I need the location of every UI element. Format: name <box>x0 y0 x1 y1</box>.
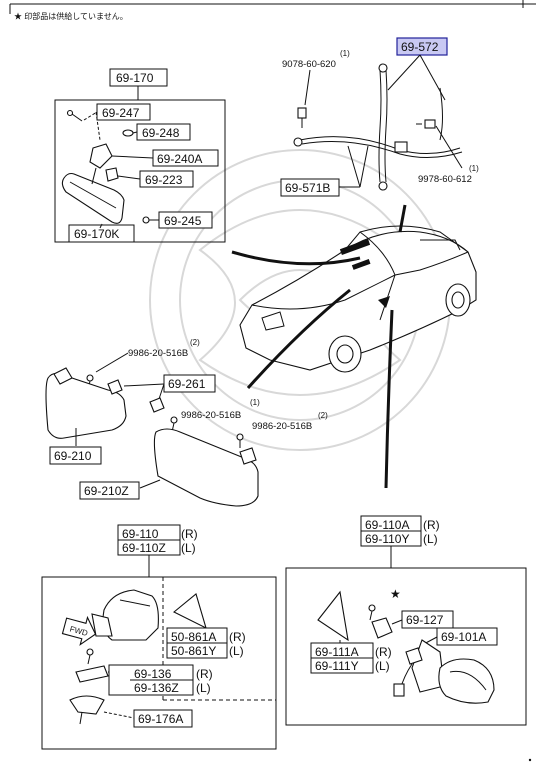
label-69-110Y-side: (L) <box>423 532 438 546</box>
label-50-861Y: 50-861Y <box>171 644 216 658</box>
bracket-icon <box>371 617 393 639</box>
label-69-136Z-side: (L) <box>196 681 211 695</box>
cover-icon <box>172 593 207 630</box>
label-69-571B: 69-571B <box>285 181 330 195</box>
label-50-861A-side: (R) <box>229 630 246 644</box>
bolt-9078-label: 9078-60-620 <box>282 59 336 70</box>
label-69-136Z: 69-136Z <box>134 681 179 695</box>
clip-icon <box>107 379 123 395</box>
label-69-170K: 69-170K <box>74 227 119 241</box>
star-mark: ★ <box>390 587 401 601</box>
screw-9986-b-label: 9986-20-516B <box>181 410 241 421</box>
leader-line-visor <box>246 288 351 390</box>
label-69-210: 69-210 <box>54 449 92 463</box>
label-box-69-572[interactable] <box>396 37 448 56</box>
connector-icon <box>405 647 423 665</box>
cover-icon <box>122 129 134 137</box>
label-69-110A: 69-110A <box>365 518 409 532</box>
door-mirror-icon <box>438 658 495 704</box>
label-69-245: 69-245 <box>164 214 202 228</box>
screw-icon <box>170 416 178 433</box>
label-69-136: 69-136 <box>134 667 172 681</box>
label-69-572: 69-572 <box>401 40 439 54</box>
mirror-frame <box>54 99 226 243</box>
label-69-110-side: (R) <box>181 527 198 541</box>
header-note: ★ 印部品は供給していません。 <box>14 11 128 21</box>
clip-icon <box>149 397 165 413</box>
label-69-110Z-side: (L) <box>181 541 196 555</box>
sun-visor-icon <box>153 428 259 507</box>
bracket-icon <box>69 695 105 715</box>
label-69-170: 69-170 <box>116 71 154 85</box>
clip-icon <box>105 167 119 182</box>
label-69-223: 69-223 <box>145 173 183 187</box>
screw-9986-a-label: 9986-20-516B <box>128 348 188 359</box>
label-69-101A: 69-101A <box>441 630 486 644</box>
screw-icon <box>236 433 244 448</box>
label-69-248: 69-248 <box>142 126 180 140</box>
cover-icon <box>317 590 349 642</box>
label-69-261: 69-261 <box>168 377 206 391</box>
screw-icon <box>66 109 83 122</box>
leader-line-mirror <box>231 250 361 266</box>
door-mirror-right-group: 69-110A (R) 69-110Y (L) ★ 69-127 69-111A… <box>285 515 527 726</box>
label-69-127: 69-127 <box>406 613 444 627</box>
label-69-247: 69-247 <box>102 106 140 120</box>
screw-icon <box>368 604 376 621</box>
bolt-icon <box>142 216 150 224</box>
label-69-136-side: (R) <box>196 667 213 681</box>
label-69-110A-side: (R) <box>423 518 440 532</box>
label-69-111Y: 69-111Y <box>315 659 359 673</box>
bolt-icon <box>86 648 94 665</box>
screw-9986-b-qty: (1) <box>250 398 260 407</box>
door-mirror-right-frame <box>285 567 527 726</box>
fwd-arrow-icon: FWD <box>61 615 97 646</box>
page-dot <box>528 758 532 762</box>
bolt-icon <box>297 107 307 128</box>
door-mirror-left-group: 69-110 (R) 69-110Z (L) FWD 69-136 (R) 69… <box>41 524 277 750</box>
label-69-111Y-side: (L) <box>375 659 390 673</box>
leader-line-harness <box>398 204 407 233</box>
label-69-176A: 69-176A <box>138 712 183 726</box>
plug-icon <box>393 683 405 697</box>
screw-9986-a-qty: (2) <box>190 338 200 347</box>
screw-9986-c-label: 9986-20-516B <box>252 421 312 432</box>
bolt-9978-qty: (1) <box>469 164 479 173</box>
bolt-9978-label: 9978-60-612 <box>418 174 472 185</box>
door-mirror-left-frame <box>41 576 277 750</box>
label-50-861Y-side: (L) <box>229 644 244 658</box>
label-69-110: 69-110 <box>122 527 159 541</box>
label-69-110Z: 69-110Z <box>122 541 166 555</box>
bolt-9078-qty: (1) <box>340 49 350 58</box>
label-69-111A: 69-111A <box>315 645 359 659</box>
leader-line-door-mirror <box>384 309 394 489</box>
rearview-mirror-group: 69-170 69-247 69-248 69-240A 69-223 69-2… <box>54 68 226 243</box>
label-69-110Y: 69-110Y <box>365 532 409 546</box>
bolt-icon <box>416 119 436 129</box>
label-50-861A: 50-861A <box>171 630 216 644</box>
label-69-210Z: 69-210Z <box>84 484 129 498</box>
screw-9986-c-qty: (2) <box>318 411 328 420</box>
gasket-icon <box>75 665 109 683</box>
sun-visor-group: (2) 9986-20-516B 69-210 69-261 (1) 9986-… <box>45 338 328 507</box>
label-69-111A-side: (R) <box>375 645 392 659</box>
mirror-mount-icon <box>89 143 113 169</box>
harness-group: 69-572 (1) 9078-60-620 (1) 9978-60-612 <box>280 37 479 197</box>
label-69-240A: 69-240A <box>157 152 202 166</box>
